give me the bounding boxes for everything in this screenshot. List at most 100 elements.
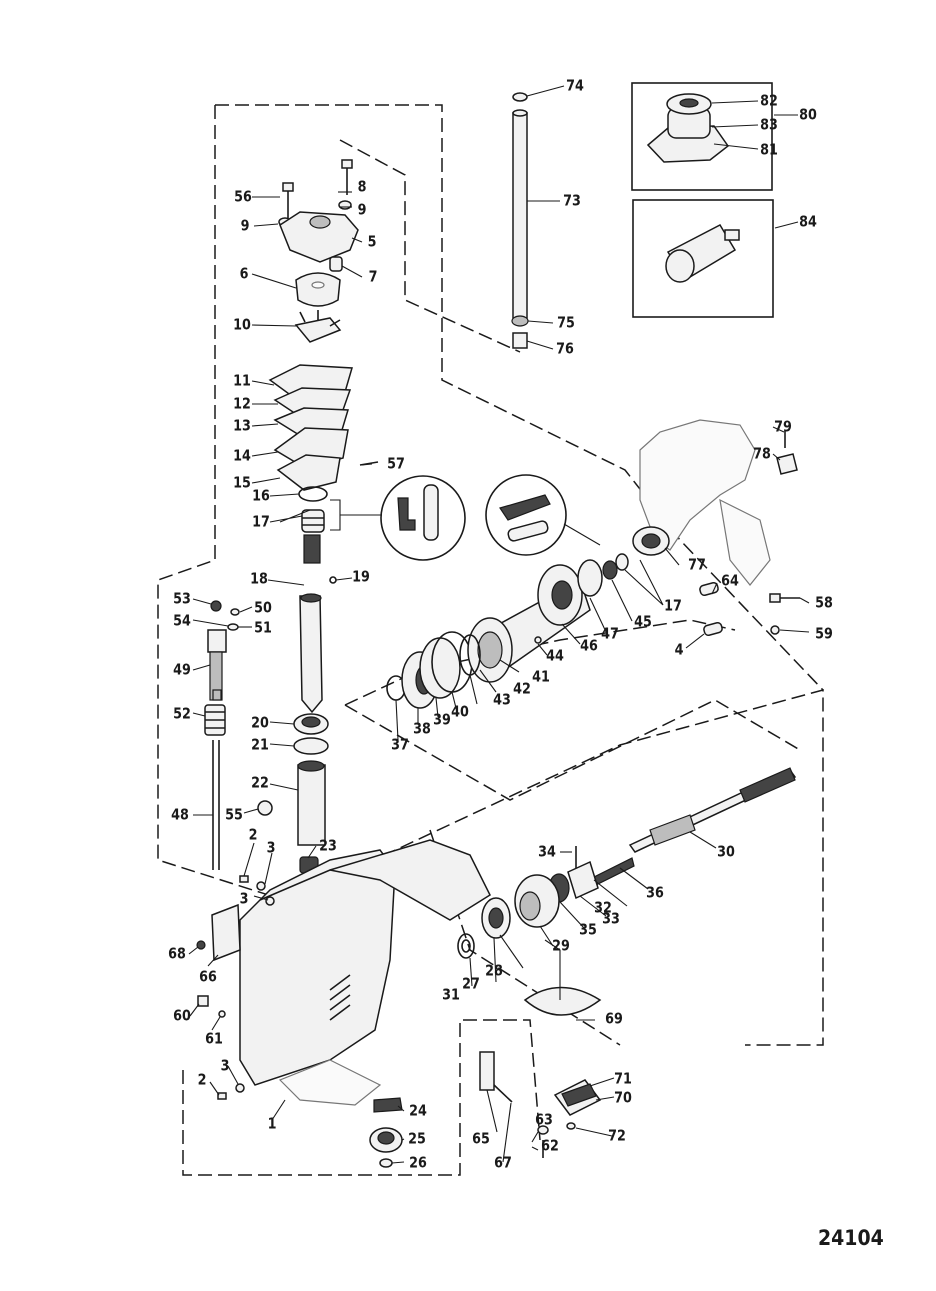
part-number-p62: 62 [541, 1136, 559, 1155]
part-number-p43: 43 [493, 690, 511, 709]
part-number-p40: 40 [451, 702, 469, 721]
part-number-p21: 21 [251, 735, 269, 754]
seal-detail-callout-right [485, 474, 601, 556]
part-number-p81: 81 [760, 140, 778, 159]
part-number-p27: 27 [462, 974, 480, 993]
figure-number: 24104 [818, 1226, 884, 1250]
part-number-p66: 66 [199, 967, 217, 986]
part-number-p34: 34 [538, 842, 556, 861]
part-number-p20: 20 [251, 713, 269, 732]
part-number-p7: 7 [368, 267, 378, 286]
propshaft-outline [344, 619, 736, 706]
part-number-p31: 31 [442, 985, 460, 1004]
part-number-p38: 38 [413, 719, 431, 738]
part-number-p10: 10 [233, 315, 251, 334]
part-number-p3c: 3 [220, 1056, 230, 1075]
part-number-p35: 35 [579, 920, 597, 939]
part-number-p11: 11 [233, 371, 251, 390]
part-number-p77: 77 [688, 555, 706, 574]
part-number-p56: 56 [234, 187, 252, 206]
part-number-p8: 8 [357, 177, 367, 196]
part-number-p80: 80 [799, 105, 817, 124]
part-number-p18: 18 [250, 569, 268, 588]
part-number-p33: 33 [602, 909, 620, 928]
part-number-p57: 57 [387, 454, 405, 473]
part-number-p59: 59 [815, 624, 833, 643]
part-number-p65: 65 [472, 1129, 490, 1148]
water-pump-assembly [268, 159, 379, 874]
part-number-p2a: 2 [248, 825, 258, 844]
part-number-p61: 61 [205, 1029, 223, 1048]
part-number-p72: 72 [608, 1126, 626, 1145]
part-number-p14: 14 [233, 446, 251, 465]
part-number-p29: 29 [552, 936, 570, 955]
part-number-p24: 24 [409, 1101, 427, 1120]
part-number-p79: 79 [774, 417, 792, 436]
water-tube-assembly [511, 92, 529, 349]
leader-lines [188, 85, 810, 1164]
shaft-guide-outline [339, 139, 521, 353]
part-number-p26: 26 [409, 1153, 427, 1172]
part-number-p55: 55 [225, 805, 243, 824]
part-number-p54: 54 [173, 611, 191, 630]
water-pump-group-outline [215, 104, 824, 691]
seal-detail-callout-left [330, 475, 466, 561]
part-number-p83: 83 [760, 115, 778, 134]
part-number-p9a: 9 [240, 216, 250, 235]
part-number-p36: 36 [646, 883, 664, 902]
part-number-p42: 42 [513, 679, 531, 698]
part-number-p1: 1 [267, 1114, 277, 1133]
propeller-shaft-assembly [457, 767, 797, 959]
driveshaft-outline [309, 689, 824, 1046]
part-number-p3b: 3 [239, 889, 249, 908]
part-number-p67: 67 [494, 1153, 512, 1172]
part-number-p75: 75 [557, 313, 575, 332]
part-number-p47: 47 [601, 624, 619, 643]
part-number-p69: 69 [605, 1009, 623, 1028]
part-number-p3a: 3 [266, 838, 276, 857]
part-number-p71: 71 [614, 1069, 632, 1088]
part-number-p37: 37 [391, 735, 409, 754]
part-number-p39: 39 [433, 710, 451, 729]
part-number-p44: 44 [546, 646, 564, 665]
part-number-p64: 64 [721, 571, 739, 590]
part-number-p4: 4 [674, 640, 684, 659]
part-number-p17a: 17 [252, 512, 270, 531]
propeller [632, 419, 798, 586]
part-number-p63: 63 [535, 1110, 553, 1129]
kit-box-84 [632, 199, 774, 318]
part-number-p9b: 9 [357, 200, 367, 219]
part-number-p5: 5 [367, 232, 377, 251]
part-number-p84: 84 [799, 212, 817, 231]
part-number-p30: 30 [717, 842, 735, 861]
part-number-p28: 28 [485, 961, 503, 980]
part-number-p76: 76 [556, 339, 574, 358]
part-number-p48: 48 [171, 805, 189, 824]
part-number-p15: 15 [233, 473, 251, 492]
gear-housing [196, 839, 602, 1168]
part-number-p45: 45 [634, 612, 652, 631]
shift-rod-assembly [204, 600, 273, 870]
part-number-p52: 52 [173, 704, 191, 723]
part-number-p58: 58 [815, 593, 833, 612]
part-number-p51: 51 [254, 618, 272, 637]
part-number-p25: 25 [408, 1129, 426, 1148]
kit-box-80 [631, 82, 773, 191]
part-number-p60: 60 [173, 1006, 191, 1025]
part-number-p22: 22 [251, 773, 269, 792]
part-number-p74: 74 [566, 76, 584, 95]
part-number-p50: 50 [254, 598, 272, 617]
part-number-p41: 41 [532, 667, 550, 686]
part-number-p82: 82 [760, 91, 778, 110]
part-number-p2b: 2 [197, 1070, 207, 1089]
left-group-outline [157, 105, 301, 906]
part-number-p53: 53 [173, 589, 191, 608]
part-number-p68: 68 [168, 944, 186, 963]
part-number-p19: 19 [352, 567, 370, 586]
part-number-p13: 13 [233, 416, 251, 435]
part-number-p49: 49 [173, 660, 191, 679]
part-number-p70: 70 [614, 1088, 632, 1107]
part-number-p6: 6 [239, 264, 249, 283]
part-number-p32: 32 [594, 898, 612, 917]
